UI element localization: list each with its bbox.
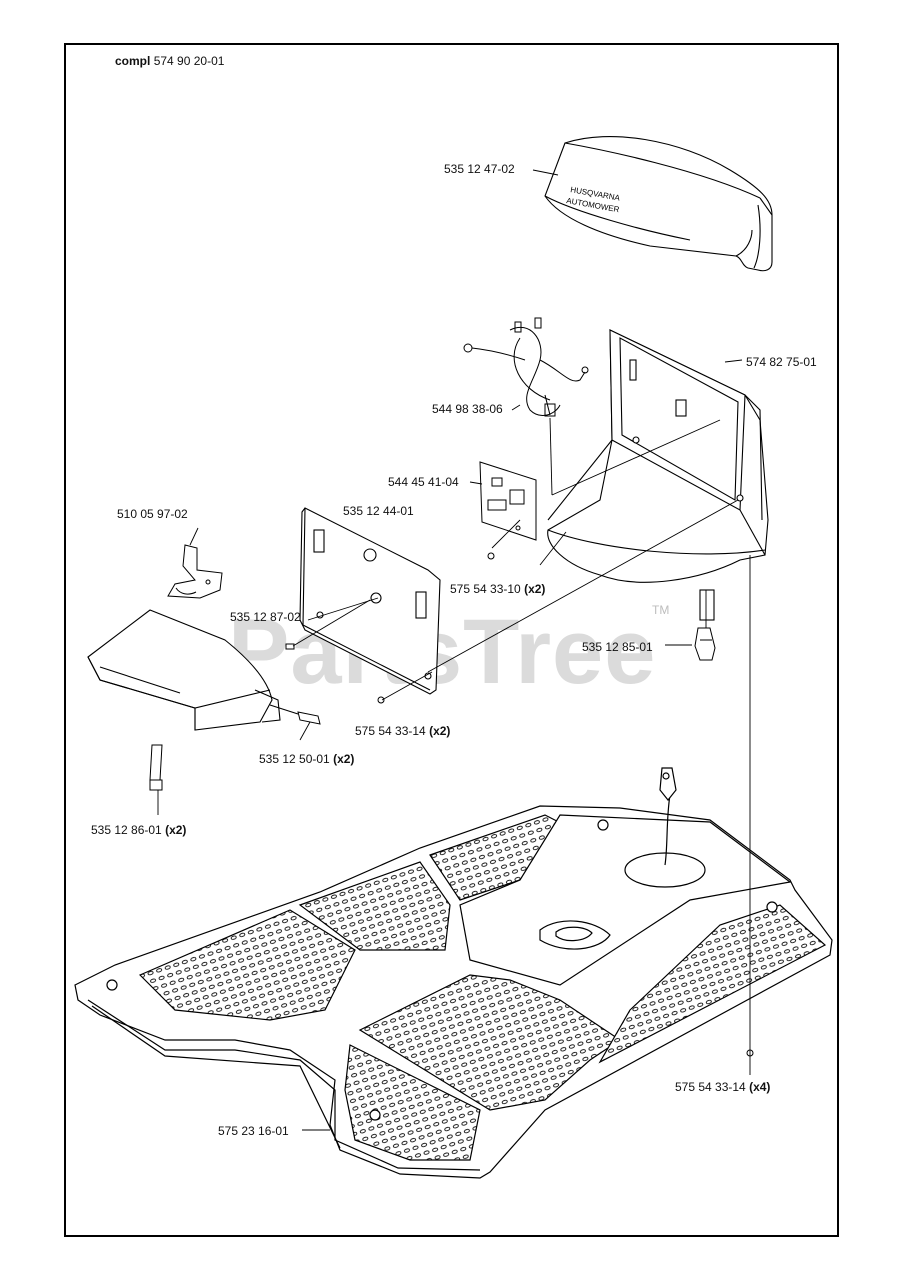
part-qty: (x2) xyxy=(333,752,355,766)
diagram-frame xyxy=(64,43,839,1237)
assembly-prefix: compl xyxy=(115,54,151,68)
part-label-pin[interactable]: 535 12 87-02 xyxy=(230,610,301,624)
bracket-part xyxy=(167,544,223,599)
part-label-screw-base[interactable]: 575 54 33-14 (x4) xyxy=(675,1080,770,1094)
part-label-base-plate[interactable]: 575 23 16-01 xyxy=(218,1124,289,1138)
top-cover-part: HUSQVARNA AUTOMOWER xyxy=(544,135,773,272)
part-number: 574 82 75-01 xyxy=(746,355,817,369)
part-label-clip[interactable]: 535 12 86-01 (x2) xyxy=(91,823,186,837)
assembly-number: 574 90 20-01 xyxy=(153,54,225,68)
part-number: 544 98 38-06 xyxy=(432,402,503,416)
housing-part xyxy=(547,329,769,621)
part-number: 535 12 86-01 xyxy=(91,823,162,837)
clip-part xyxy=(149,744,163,791)
connector-part xyxy=(694,627,716,661)
part-number: 575 54 33-14 xyxy=(675,1080,746,1094)
part-qty: (x2) xyxy=(524,582,546,596)
pin-part xyxy=(285,643,295,650)
part-label-circuit-board[interactable]: 544 45 41-04 xyxy=(388,475,459,489)
front-cover-part xyxy=(87,609,281,731)
part-qty: (x2) xyxy=(429,724,451,738)
part-number: 575 23 16-01 xyxy=(218,1124,289,1138)
circuit-board-part xyxy=(479,461,537,541)
part-label-connector[interactable]: 535 12 85-01 xyxy=(582,640,653,654)
part-label-screw-small[interactable]: 575 54 33-10 (x2) xyxy=(450,582,545,596)
leader-lines xyxy=(157,169,751,1131)
part-number: 535 12 50-01 xyxy=(259,752,330,766)
part-number: 535 12 47-02 xyxy=(444,162,515,176)
part-number: 575 54 33-10 xyxy=(450,582,521,596)
part-number: 510 05 97-02 xyxy=(117,507,188,521)
part-label-top-cover[interactable]: 535 12 47-02 xyxy=(444,162,515,176)
part-label-bracket[interactable]: 510 05 97-02 xyxy=(117,507,188,521)
part-number: 535 12 85-01 xyxy=(582,640,653,654)
part-label-guide-pin[interactable]: 535 12 50-01 (x2) xyxy=(259,752,354,766)
part-label-housing[interactable]: 574 82 75-01 xyxy=(746,355,817,369)
part-label-screw-plate[interactable]: 575 54 33-14 (x2) xyxy=(355,724,450,738)
watermark-tm: TM xyxy=(652,603,670,617)
part-number: 544 45 41-04 xyxy=(388,475,459,489)
part-number: 535 12 87-02 xyxy=(230,610,301,624)
part-qty: (x2) xyxy=(165,823,187,837)
part-number: 575 54 33-14 xyxy=(355,724,426,738)
part-qty: (x4) xyxy=(749,1080,771,1094)
cable-harness-part xyxy=(463,317,589,417)
base-plate-part xyxy=(74,767,833,1179)
part-label-back-plate[interactable]: 535 12 44-01 xyxy=(343,504,414,518)
back-plate-part xyxy=(299,507,441,695)
guide-pin-part xyxy=(269,704,321,725)
part-number: 535 12 44-01 xyxy=(343,504,414,518)
assembly-label: compl 574 90 20-01 xyxy=(115,54,224,68)
part-label-cable-harness[interactable]: 544 98 38-06 xyxy=(432,402,503,416)
